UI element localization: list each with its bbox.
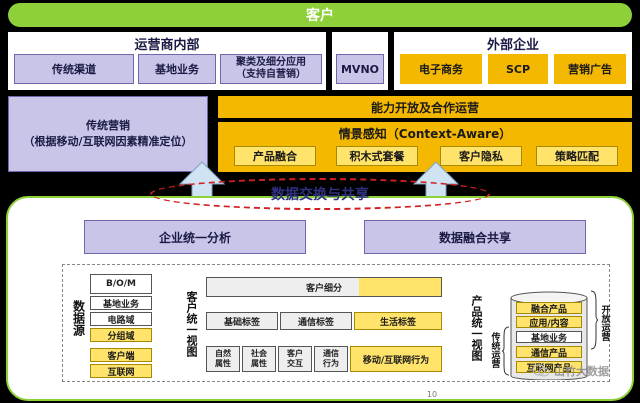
product-fusion-layer: 融合产品: [516, 302, 582, 315]
open-operation-label: 开放运营: [599, 305, 610, 341]
watermark: 山竹大数据: [532, 360, 636, 382]
data-exchange-ellipse: 数据交换与共享: [150, 178, 490, 210]
customer-segment-yellow: [359, 278, 441, 296]
enterprise-analysis-box: 企业统一分析: [84, 220, 306, 254]
watermark-text: 山竹大数据: [554, 365, 609, 378]
operator-item-traditional-channel: 传统渠道: [14, 54, 134, 84]
open-operation-bracket-icon: [590, 290, 598, 350]
mvno-box: MVNO: [336, 54, 384, 84]
external-item-scp: SCP: [488, 54, 548, 84]
traditional-marketing-box: 传统营销 （根据移动/互联网因素精准定位）: [8, 96, 208, 172]
external-item-advertising: 营销广告: [554, 54, 626, 84]
tag-life: 生活标签: [354, 312, 442, 330]
context-panel: 情景感知（Context-Aware） 产品融合 积木式套餐 客户隐私 策略匹配: [218, 122, 632, 172]
data-source-bom: B/O/M: [90, 274, 152, 294]
attr-social: 社会 属性: [242, 346, 276, 372]
traditional-operation-label: 传统运营: [489, 332, 500, 368]
data-source-circuit-domain: 电路域: [90, 312, 152, 326]
customer-segment-label: 客户细分: [305, 283, 342, 294]
capability-bar: 能力开放及合作运营: [218, 96, 632, 118]
product-app-content-layer: 应用/内容: [516, 316, 582, 329]
operator-item-base-business: 基地业务: [138, 54, 216, 84]
data-fusion-share-box: 数据融合共享: [364, 220, 586, 254]
attr-communication: 通信 行为: [314, 346, 348, 372]
data-source-client: 客户端: [90, 348, 152, 362]
operator-title: 运营商内部: [134, 37, 200, 53]
data-source-packet-domain: 分组域: [90, 328, 152, 342]
operator-panel: 运营商内部 传统渠道 基地业务 聚类及细分应用 （支持自营销）: [8, 32, 326, 90]
traditional-operation-bracket-icon: [502, 326, 510, 376]
mvno-panel: MVNO: [332, 32, 388, 90]
external-panel: 外部企业 电子商务 SCP 营销广告: [394, 32, 632, 90]
customer-bar: 客户: [8, 3, 632, 27]
context-item-strategy-match: 策略匹配: [536, 146, 618, 166]
product-communication-layer: 通信产品: [516, 346, 582, 359]
external-item-ecommerce: 电子商务: [400, 54, 482, 84]
operator-item-cluster-apps: 聚类及细分应用 （支持自营销）: [220, 54, 322, 84]
customer-label: 客户: [306, 8, 334, 24]
attr-natural: 自然 属性: [206, 346, 240, 372]
data-exchange-label: 数据交换与共享: [271, 187, 369, 203]
context-item-product-fusion: 产品融合: [234, 146, 316, 166]
customer-segment-grey: [207, 278, 359, 296]
product-view-label: 产品统一视图: [470, 295, 483, 361]
tag-communication: 通信标签: [280, 312, 352, 330]
customer-segment-bar: 客户细分: [206, 277, 442, 297]
attr-mobile-internet: 移动/互联网行为: [350, 346, 442, 372]
tag-basic: 基础标签: [206, 312, 278, 330]
wechat-icon: [532, 364, 550, 377]
context-item-building-block-package: 积木式套餐: [336, 146, 418, 166]
attr-interaction: 客户 交互: [278, 346, 312, 372]
context-title: 情景感知（Context-Aware）: [338, 126, 512, 141]
data-source-label: 数据源: [71, 300, 86, 336]
context-item-customer-privacy: 客户隐私: [440, 146, 522, 166]
data-source-internet: 互联网: [90, 364, 152, 378]
data-source-stack: B/O/M 基地业务 电路域 分组域 客户端 互联网: [90, 274, 152, 378]
customer-view-label: 客户统一视图: [185, 291, 198, 357]
data-source-base-business: 基地业务: [90, 296, 152, 310]
page-number: 10: [426, 389, 438, 399]
product-base-business-layer: 基地业务: [516, 331, 582, 344]
unified-view-frame: [62, 264, 610, 382]
external-title: 外部企业: [486, 37, 539, 53]
